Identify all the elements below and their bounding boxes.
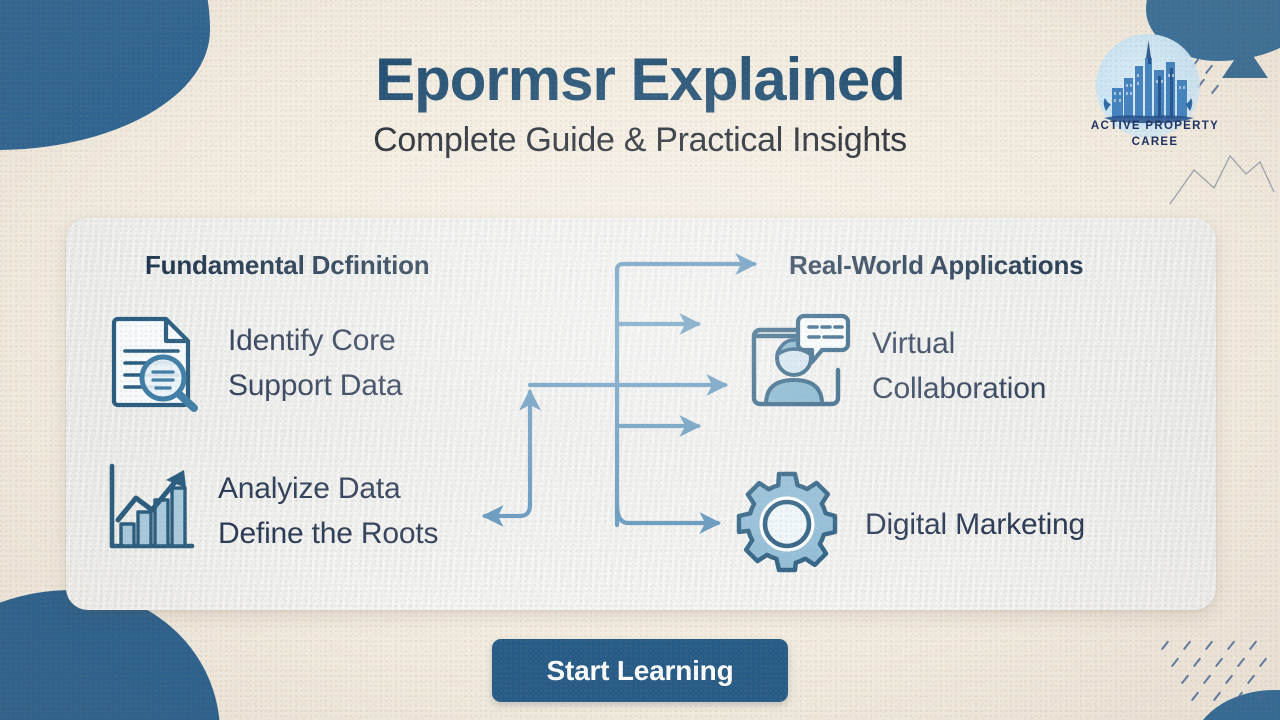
dash-grid-bottom-right-decoration [1160, 640, 1280, 720]
zigzag-line-decoration [1169, 154, 1275, 205]
triangle-top-right-decoration [1222, 44, 1268, 78]
header-block: Epormsr Explained Complete Guide & Pract… [0, 48, 1280, 160]
logo-brand-line2: CAREE [1131, 136, 1179, 148]
page-title: Epormsr Explained [375, 46, 906, 113]
list-item-digital-marketing: Digital Marketing [735, 470, 1085, 579]
video-person-chat-icon [740, 308, 852, 423]
list-item-label: Identify Core Support Data [228, 323, 403, 402]
list-item-analyize-data-define-the-roots: Analyize Data Define the Roots [100, 458, 438, 563]
page-subtitle: Complete Guide & Practical Insights [373, 121, 907, 159]
document-search-icon [100, 305, 210, 420]
city-skyline-icon [1103, 40, 1194, 124]
column-heading-real-world-applications: Real-World Applications [789, 250, 1084, 280]
logo-brand-line1: ACTIVE PROPERTY [1090, 120, 1220, 132]
list-item-label: Analyize Data Define the Roots [218, 471, 439, 550]
gear-icon [735, 470, 839, 579]
bar-chart-growth-icon [100, 458, 200, 563]
flow-connector-arrows [481, 253, 758, 534]
content-card [66, 218, 1216, 610]
list-item-identify-core-support-data: Identify Core Support Data [100, 305, 403, 420]
start-learning-button[interactable]: Start Learning [492, 639, 788, 702]
brand-logo: ACTIVE PROPERTY CAREE [1090, 32, 1220, 162]
column-heading-fundamental-definition: Fundamental Dcfinition [145, 250, 430, 280]
list-item-label: Virtual Collaboration [872, 326, 1047, 405]
list-item-label: Digital Marketing [865, 508, 1086, 541]
list-item-virtual-collaboration: Virtual Collaboration [740, 308, 1046, 423]
